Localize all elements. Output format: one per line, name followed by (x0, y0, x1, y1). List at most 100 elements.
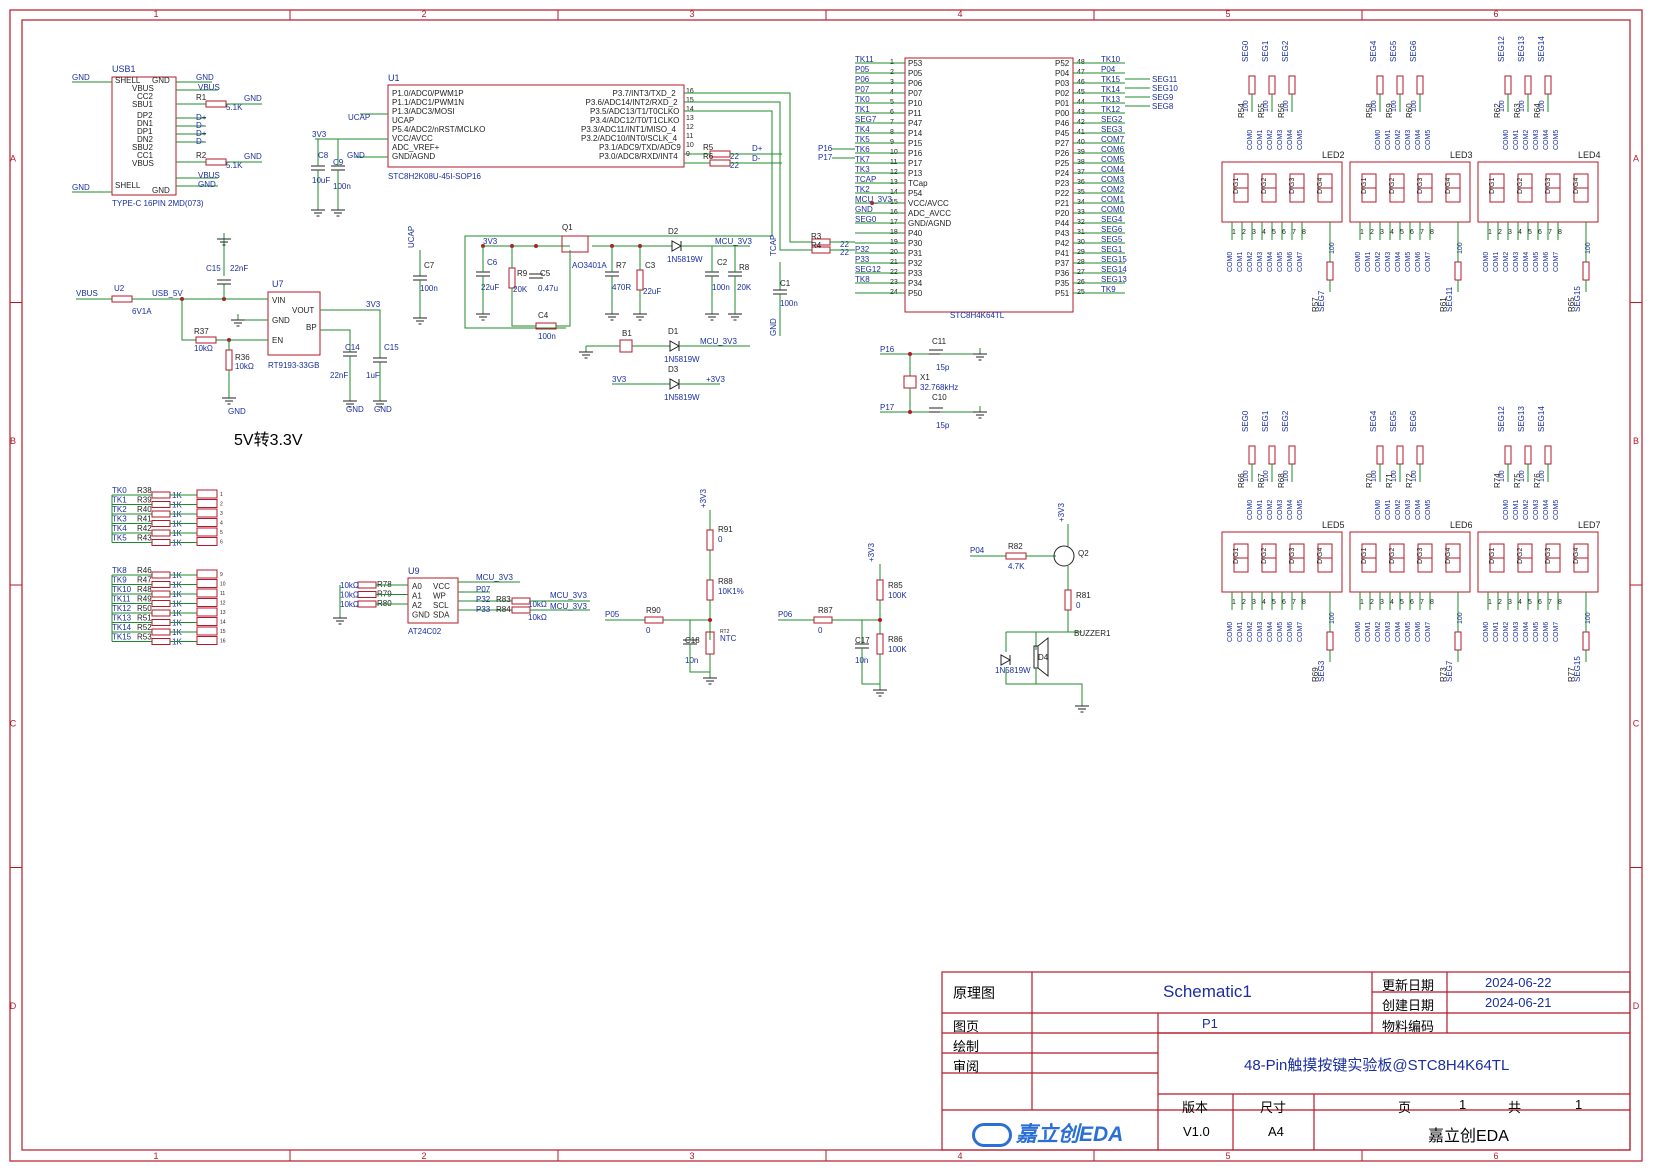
r1-value: 5.1K (226, 103, 243, 112)
r86-value: 100K (888, 645, 907, 654)
led-res-ref: R73 (1439, 667, 1448, 682)
led-res-value: 100 (1391, 470, 1398, 482)
led-ref: LED4 (1578, 150, 1601, 160)
r88-value: 10K1% (718, 587, 744, 596)
led-com-net: COM5 (1297, 130, 1304, 150)
net-3v3: 3V3 (366, 300, 381, 309)
mcu-main-net: COM7 (1101, 135, 1125, 144)
led-pin-num: 8 (1558, 599, 1562, 606)
led-pin-num: 5 (1272, 229, 1276, 236)
seven-seg-digit (1233, 173, 1249, 203)
mcu-main-net: P05 (855, 65, 870, 74)
led-com-net: COM2 (1523, 500, 1530, 520)
r3-value: 22 (840, 240, 849, 249)
tb-material-label: 物料编码 (1382, 1019, 1435, 1034)
r6-value: 22 (730, 161, 739, 170)
mcu-main-pin-label: P11 (908, 109, 922, 118)
resistor-icon (706, 529, 714, 551)
led-com-net: COM4 (1543, 130, 1550, 150)
led-com-net: COM3 (1257, 622, 1264, 642)
mcu-main-pin-label: GND/AGND (908, 219, 951, 228)
tb-sheet-label: 原理图 (953, 985, 995, 1001)
led-digit-label: DIG3 (1545, 548, 1552, 564)
r36-ref: R36 (235, 353, 250, 362)
led-pin-num: 6 (1410, 229, 1414, 236)
led-seg-net: SEG7 (1317, 290, 1326, 312)
net-dp: D+ (752, 144, 763, 153)
mcu-main-net: TK6 (855, 145, 870, 154)
mcu-u1-pin-label: P3.6/ADC14/INT2/RXD_2 (586, 98, 679, 107)
c4-ref: R7 (616, 261, 627, 270)
led-com-net: COM5 (1553, 500, 1560, 520)
r83-value: 10kΩ (528, 600, 547, 609)
touch-key-resistor-ref: R47 (137, 576, 152, 585)
mcu-u1-pin-label: VCC/AVCC (392, 134, 433, 143)
led-seg-net: SEG0 (1241, 40, 1250, 62)
frame-column-label: 4 (957, 9, 962, 19)
u9-pin-label: A1 (412, 592, 422, 601)
touch-key-net: TK3 (112, 515, 127, 524)
led-com-net: COM4 (1523, 622, 1530, 642)
resistor-icon (1544, 75, 1552, 95)
led-com-net: COM3 (1533, 500, 1540, 520)
led-com-net: COM2 (1395, 500, 1402, 520)
c11-value: 15p (936, 363, 950, 372)
r8-ref: C4 (538, 311, 549, 320)
tb-company: 嘉立创EDA (1428, 1128, 1509, 1145)
led-pin-num: 5 (1400, 229, 1404, 236)
touch-pad-icon (196, 626, 218, 636)
led-com-net: COM1 (1237, 622, 1244, 642)
mcu-u1-pin-num: 14 (686, 106, 694, 113)
touch-key-net: TK9 (112, 576, 127, 585)
resistor-icon (1288, 445, 1296, 465)
resistor-icon (151, 491, 171, 499)
u2-value: 6V1A (132, 307, 152, 316)
mcu-main-pin-label: P41 (1055, 249, 1070, 258)
mcu-main-pin-label: P40 (908, 229, 923, 238)
u9-addr-resistor-value: 10kΩ (340, 581, 359, 590)
frame-row-label: D (1633, 1001, 1640, 1011)
u7-pin-label: VIN (272, 296, 286, 305)
r90-value: 0 (646, 626, 651, 635)
usb-pin-label: VBUS (132, 159, 154, 168)
c8-value: 10uF (312, 176, 330, 185)
mcu-main-pin-label: P00 (1055, 109, 1070, 118)
seven-seg-display-body (1477, 161, 1599, 223)
touch-key-resistor-ref: R42 (137, 524, 152, 533)
mcu-main-pin-label: P35 (1055, 279, 1070, 288)
led-seg-net: SEG14 (1537, 36, 1546, 62)
led-com-net: COM5 (1553, 130, 1560, 150)
led-com-net: COM5 (1533, 622, 1540, 642)
led-com-net: COM0 (1227, 622, 1234, 642)
touch-pad-icon (196, 636, 218, 645)
led-digit-label: DIG2 (1517, 178, 1524, 194)
led-res-value: 100 (1243, 470, 1250, 482)
led-seg-net: SEG2 (1281, 410, 1290, 432)
led-pin-num: 3 (1380, 599, 1384, 606)
r87-value: 0 (818, 626, 823, 635)
mcu-main-net: TCAP (855, 175, 876, 184)
touch-pad-num: 10 (220, 582, 226, 588)
tb-draw-label: 绘制 (953, 1039, 980, 1054)
led-digit-label: DIG1 (1361, 548, 1368, 564)
touch-key-resistor-ref: R51 (137, 614, 152, 623)
mcu-main-pin-label: P07 (908, 89, 923, 98)
touch-pad-num: 4 (220, 521, 223, 527)
battery-b1-icon (619, 339, 633, 353)
led-pin-num: 6 (1538, 599, 1542, 606)
led-com-net: COM4 (1287, 500, 1294, 520)
led-seg-net: SEG3 (1317, 660, 1326, 682)
led-com-net: COM3 (1405, 130, 1412, 150)
touch-pad-icon (196, 569, 218, 579)
led-com-net: COM5 (1533, 252, 1540, 272)
led-com-net: COM1 (1257, 130, 1264, 150)
led-pin-num: 1 (1232, 229, 1236, 236)
resistor-icon (151, 520, 171, 527)
led-com-net: COM6 (1287, 622, 1294, 642)
mcu-main-pin-label: P43 (1055, 229, 1070, 238)
mcu-u1-pin-label: P3.3/ADC11/INT1/MISO_4 (581, 125, 677, 134)
resistor-icon (357, 581, 377, 589)
touch-key-resistor-ref: R43 (137, 534, 152, 543)
q1-part: AO3401A (572, 261, 607, 270)
net-p16: P16 (818, 144, 833, 153)
